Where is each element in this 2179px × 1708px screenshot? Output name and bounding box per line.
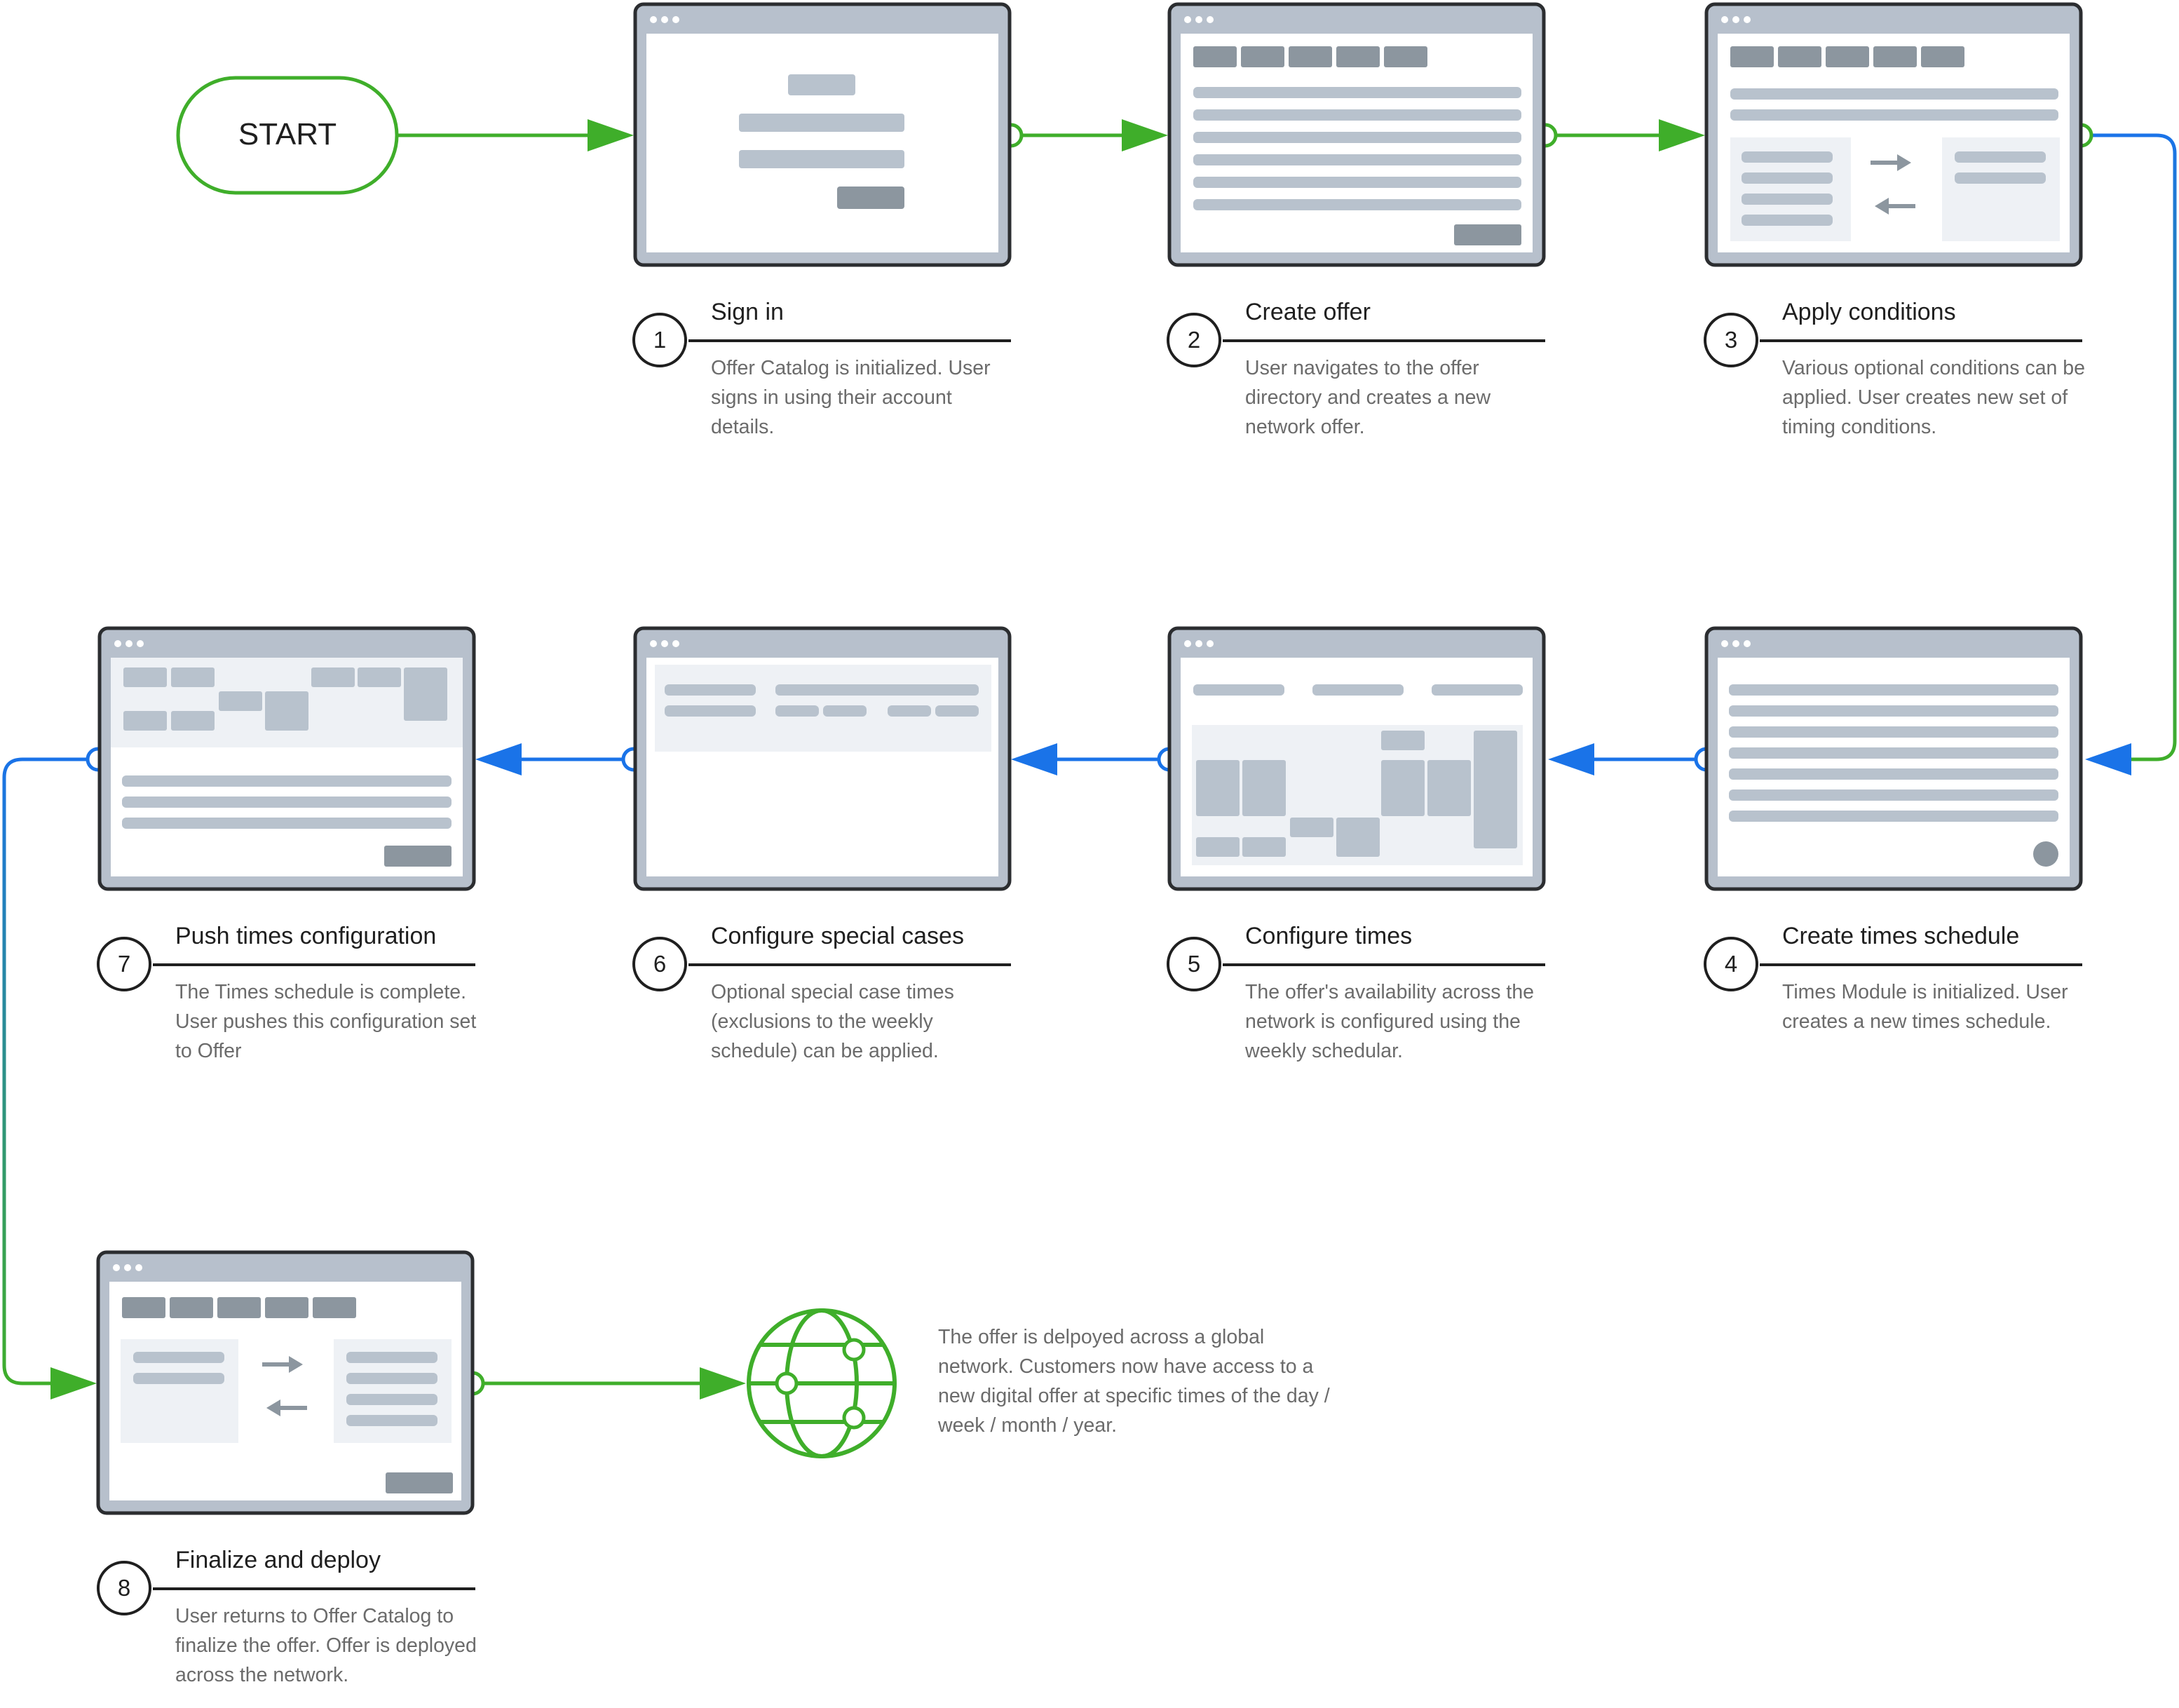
connector-2-to-3 [1533, 119, 1705, 151]
step-title: Configure special cases [711, 923, 964, 949]
connector-6-to-7 [475, 743, 646, 775]
divider [1223, 963, 1545, 966]
add-fab-placeholder [2033, 841, 2058, 867]
arrowhead-right [700, 1367, 746, 1399]
screen-7-push-times-configuration [97, 626, 476, 891]
step-number-badge: 2 [1167, 313, 1221, 367]
step-title: Apply conditions [1782, 299, 1956, 325]
arrowhead-left [1011, 743, 1057, 775]
screen-2-create-offer [1167, 2, 1546, 267]
connector-7-to-8 [2, 747, 111, 1399]
divider [688, 963, 1011, 966]
divider [153, 963, 475, 966]
arrowhead-left [2085, 743, 2131, 775]
screen-6-configure-special-cases [633, 626, 1012, 891]
connector-8-to-globe [460, 1367, 746, 1399]
deployment-description: The offer is delpoyed across a global ne… [938, 1326, 1330, 1437]
arrowhead-right [1659, 119, 1705, 151]
step-title: Create times schedule [1782, 923, 2020, 949]
divider [688, 339, 1011, 342]
logo-placeholder [788, 74, 855, 95]
arrowhead-right [588, 119, 634, 151]
screen-1-sign-in [633, 2, 1012, 267]
globe-icon [747, 1308, 897, 1458]
step-description: Offer Catalog is initialized. User signs… [711, 357, 991, 438]
arrowhead-right [50, 1367, 97, 1399]
step-description: The Times schedule is complete. User pus… [175, 981, 477, 1062]
arrowhead-left [1548, 743, 1594, 775]
sign-in-button-placeholder [837, 187, 904, 209]
screen-3-apply-conditions [1704, 2, 2083, 267]
divider [153, 1587, 475, 1590]
arrowhead-left [475, 743, 522, 775]
step-title: Create offer [1245, 299, 1371, 325]
step-title: Push times configuration [175, 923, 437, 949]
step-number-badge: 4 [1704, 937, 1758, 991]
step-number-badge: 8 [97, 1561, 151, 1615]
arrowhead-right [1122, 119, 1168, 151]
step-number-badge: 5 [1167, 937, 1221, 991]
divider [1760, 963, 2082, 966]
divider [1223, 339, 1545, 342]
transfer-icon [1871, 154, 1915, 215]
step-description: Optional special case times (exclusions … [711, 981, 954, 1062]
connector-start-to-1 [398, 119, 634, 151]
password-field-placeholder [739, 150, 904, 168]
step-title: Finalize and deploy [175, 1547, 381, 1573]
connector-1-to-2 [998, 119, 1168, 151]
step-title: Sign in [711, 299, 784, 325]
screen-5-configure-times [1167, 626, 1546, 891]
step-title: Configure times [1245, 923, 1413, 949]
step-number-badge: 6 [632, 937, 687, 991]
connector-5-to-6 [1011, 743, 1182, 775]
step-number-badge: 3 [1704, 313, 1758, 367]
connector-3-to-4 [2068, 123, 2177, 775]
step-description: Various optional conditions can be appli… [1782, 357, 2086, 438]
step-description: User navigates to the offer directory an… [1245, 357, 1491, 438]
screen-8-finalize-and-deploy [96, 1250, 475, 1515]
divider [1760, 339, 2082, 342]
start-label: START [238, 117, 337, 151]
connector-4-to-5 [1548, 743, 1719, 775]
step-number-badge: 7 [97, 937, 151, 991]
screen-4-create-times-schedule [1704, 626, 2083, 891]
step-number-badge: 1 [632, 313, 687, 367]
step-description: User returns to Offer Catalog to finaliz… [175, 1605, 477, 1686]
username-field-placeholder [739, 114, 904, 132]
start-node: START [176, 76, 399, 195]
transfer-icon [262, 1356, 307, 1416]
step-description: The offer's availability across the netw… [1245, 981, 1535, 1062]
step-description: Times Module is initialized. User create… [1782, 981, 2068, 1033]
